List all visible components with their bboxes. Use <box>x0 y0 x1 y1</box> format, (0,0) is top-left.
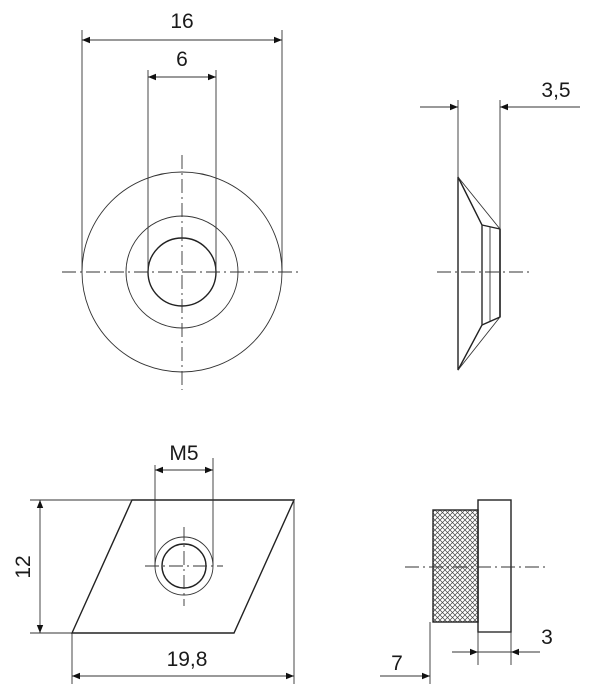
dimension-m5-label: M5 <box>169 442 198 465</box>
dimension-7-label: 7 <box>391 652 403 675</box>
washer-side-top-edge <box>457 176 501 230</box>
dimension-6-label: 6 <box>176 48 188 71</box>
washer-side-profile <box>457 176 483 371</box>
washer-side-outline <box>481 224 501 326</box>
slot-nut-parallelogram <box>70 499 296 634</box>
flange-body <box>477 499 512 633</box>
slot-nut-side-view: 7 3 <box>380 499 553 684</box>
washer-side-view: 3,5 <box>420 79 580 371</box>
dimension-19-8-label: 19,8 <box>167 648 208 671</box>
washer-front-view: 16 6 <box>62 10 302 390</box>
dimension-3-label: 3 <box>541 626 553 649</box>
washer-side-bottom-edge <box>457 316 501 371</box>
dimension-3-5-label: 3,5 <box>541 79 570 102</box>
knurled-body <box>432 509 479 623</box>
dimension-16-label: 16 <box>170 10 193 33</box>
dimension-12-label: 12 <box>12 555 35 578</box>
slot-nut-front-view: M5 12 19,8 <box>12 442 296 684</box>
